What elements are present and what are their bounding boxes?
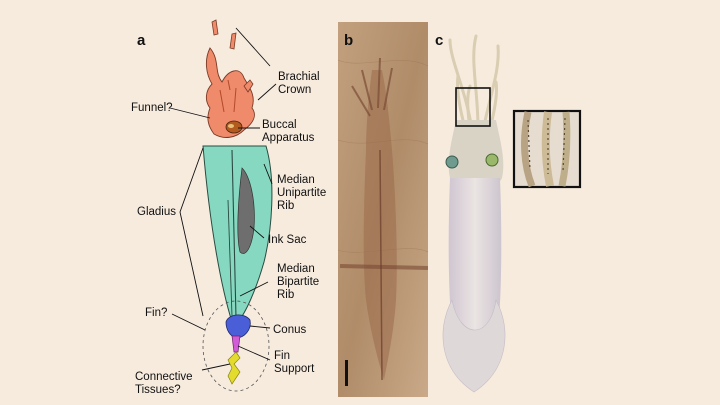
squid-head bbox=[448, 120, 504, 187]
connective-tissue-shape bbox=[227, 351, 241, 385]
panel-label-c: c bbox=[435, 32, 443, 49]
zoom-box bbox=[455, 87, 491, 127]
fin-support-shape bbox=[231, 335, 241, 353]
median-unipartite-rib-line bbox=[231, 149, 237, 319]
panel-label-a: a bbox=[137, 32, 146, 49]
label-median-unipartite-rib: Median Unipartite Rib bbox=[277, 174, 329, 212]
fin-outline bbox=[202, 300, 270, 392]
median-bipartite-rib-line bbox=[227, 199, 233, 317]
scale-bar bbox=[345, 360, 348, 386]
squid-mantle bbox=[448, 178, 502, 368]
label-conus: Conus bbox=[273, 324, 306, 336]
squid-eye-right bbox=[485, 153, 499, 167]
label-fin-support: Fin Support bbox=[274, 350, 315, 375]
panel-b-fossil-photo: b bbox=[337, 22, 429, 397]
ink-sac-shape bbox=[237, 167, 255, 254]
zoom-inset bbox=[512, 109, 582, 189]
label-funnel: Funnel? bbox=[131, 102, 173, 114]
squid-arms bbox=[448, 34, 500, 134]
squid-fin bbox=[442, 299, 506, 393]
label-gladius: Gladius bbox=[137, 206, 176, 218]
squid-eye-left bbox=[445, 155, 459, 169]
label-brachial-crown: Brachial Crown bbox=[278, 71, 323, 96]
label-connective-tissues: Connective Tissues? bbox=[135, 371, 196, 396]
label-fin: Fin? bbox=[145, 307, 167, 319]
conus-shape bbox=[225, 314, 251, 339]
panel-c-squid-photo: c bbox=[435, 32, 582, 393]
panel-a-diagram: a bbox=[131, 19, 329, 396]
panel-label-b: b bbox=[344, 32, 353, 49]
label-buccal-apparatus: Buccal Apparatus bbox=[262, 119, 315, 144]
label-ink-sac: Ink Sac bbox=[268, 234, 307, 246]
leader-lines bbox=[169, 27, 277, 371]
brachial-crown-shape bbox=[205, 19, 255, 138]
label-median-bipartite-rib: Median Bipartite Rib bbox=[277, 263, 322, 301]
